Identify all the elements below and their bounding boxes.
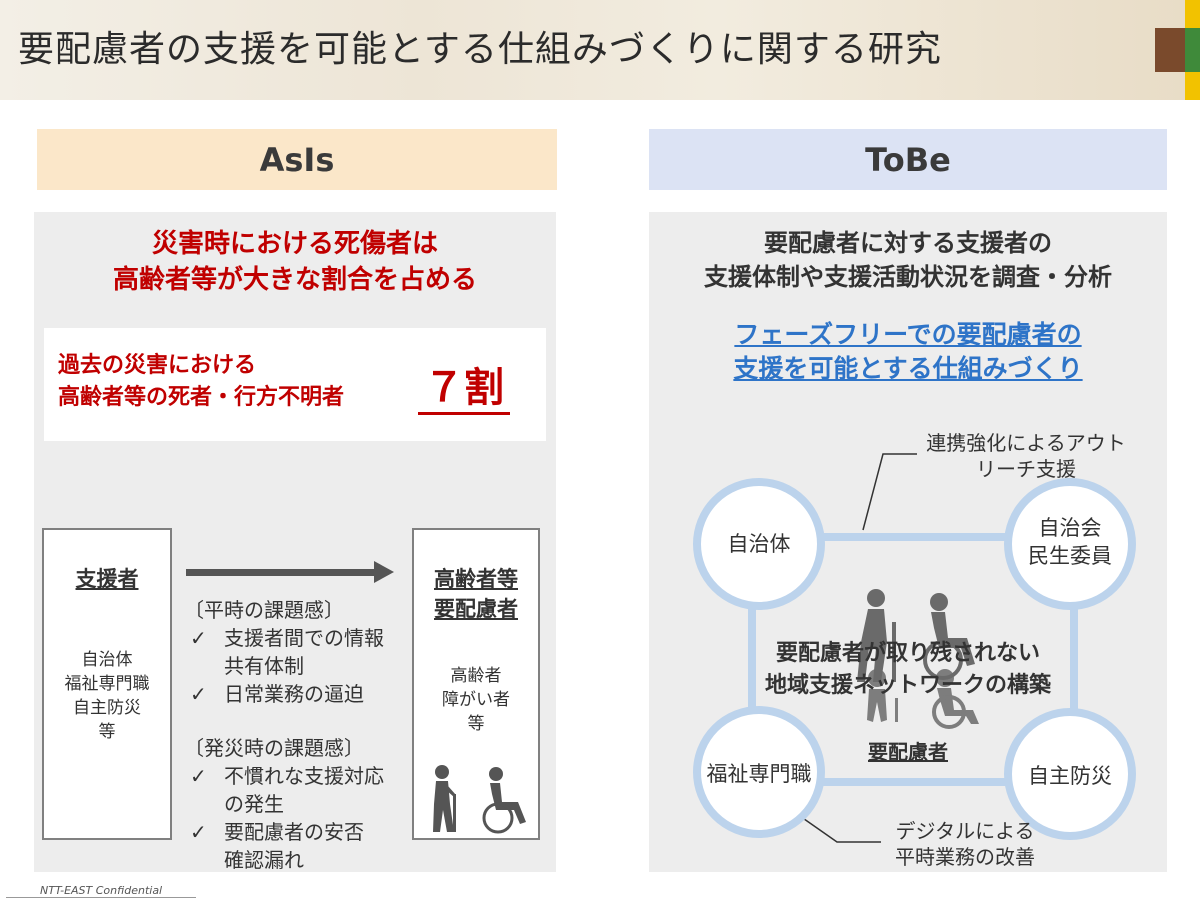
- issue-text: 支援者間での情報: [224, 626, 384, 650]
- node-circle-top-left: [693, 478, 825, 610]
- statistic-value: ７割: [418, 364, 510, 415]
- wheelchair-icon: [932, 669, 979, 729]
- tobe-link[interactable]: フェーズフリーでの要配慮者の 支援を可能とする仕組みづくり: [649, 318, 1167, 386]
- node-circle-bottom-right: [1004, 708, 1136, 840]
- network-frame: [748, 533, 1078, 786]
- elder-item: 等: [467, 714, 485, 734]
- walking-person-icon: [857, 589, 896, 682]
- issue-text: の発生: [224, 792, 284, 816]
- elderly-person-icon: [867, 669, 898, 722]
- node-circle-top-right: [1004, 478, 1136, 610]
- decor-green-block: [1185, 28, 1200, 72]
- issue-item: ✓ 日常業務の逼迫: [184, 680, 384, 708]
- issue-text: 要配慮者の安否: [224, 820, 364, 844]
- callout-digital: デジタルによる 平時業務の改善: [895, 819, 1035, 869]
- supporter-title: 支援者: [75, 567, 139, 591]
- asis-panel: 災害時における死傷者は 高齢者等が大きな割合を占める 過去の災害における 高齢者…: [34, 212, 556, 872]
- callout-outreach: 連携強化によるアウト リーチ支援: [926, 431, 1126, 481]
- node-label-top-right: 自治会 民生委員: [1028, 516, 1112, 568]
- callout-line-top: [862, 453, 917, 531]
- check-icon: ✓: [190, 682, 207, 706]
- elder-title: 高齢者等 要配慮者: [434, 567, 518, 621]
- node-label-top-left: 自治体: [727, 532, 791, 556]
- asis-headline-line2: 高齢者等が大きな割合を占める: [112, 265, 477, 295]
- supporter-box: 支援者 自治体 福祉専門職 自主防災 等: [42, 528, 172, 840]
- normal-issues-heading: 〔平時の課題感〕: [184, 598, 344, 622]
- arrow-right-shaft: [186, 569, 376, 576]
- tobe-headline: 要配慮者に対する支援者の 支援体制や支援活動状況を調査・分析: [649, 226, 1167, 294]
- arrow-right-icon: [374, 561, 394, 583]
- supporter-item: 自治体: [81, 650, 133, 670]
- disaster-issues: 〔発災時の課題感〕 ✓ 不慣れな支援対応 の発生 ✓ 要配慮者の安否 確認漏れ: [184, 734, 384, 874]
- confidential-footer: NTT-EAST Confidential: [6, 884, 196, 898]
- tobe-panel: 要配慮者に対する支援者の 支援体制や支援活動状況を調査・分析 フェーズフリーでの…: [649, 212, 1167, 872]
- elder-pictograms: [433, 765, 526, 834]
- statistic-text-line1: 過去の災害における: [58, 353, 257, 378]
- statistic-box: 過去の災害における 高齢者等の死者・行方不明者 ７割: [44, 328, 546, 441]
- asis-header: AsIs: [37, 129, 557, 190]
- check-icon: ✓: [190, 626, 207, 650]
- people-pictograms: [857, 589, 979, 729]
- elder-list: 高齢者 障がい者 等: [414, 664, 538, 736]
- asis-headline: 災害時における死傷者は 高齢者等が大きな割合を占める: [34, 226, 556, 298]
- supporter-list: 自治体 福祉専門職 自主防災 等: [44, 648, 170, 744]
- check-icon: ✓: [190, 764, 207, 788]
- tobe-headline-line1: 要配慮者に対する支援者の: [764, 229, 1052, 257]
- tobe-link-line2[interactable]: 支援を可能とする仕組みづくり: [733, 354, 1083, 383]
- elder-item: 高齢者: [450, 666, 502, 686]
- wheelchair-icon: [482, 767, 526, 834]
- node-label-bottom-right: 自主防災: [1028, 764, 1112, 788]
- elder-item: 障がい者: [442, 690, 510, 710]
- decor-brown-block: [1155, 28, 1185, 72]
- disaster-issues-heading: 〔発災時の課題感〕: [184, 736, 364, 760]
- issue-text: 共有体制: [224, 654, 304, 678]
- tobe-header: ToBe: [649, 129, 1167, 190]
- issue-item: ✓ 不慣れな支援対応 の発生: [184, 762, 384, 818]
- supporter-item: 等: [98, 722, 116, 742]
- tobe-headline-line2: 支援体制や支援活動状況を調査・分析: [704, 263, 1112, 291]
- statistic-text: 過去の災害における 高齢者等の死者・行方不明者: [58, 350, 344, 414]
- elder-box: 高齢者等 要配慮者 高齢者 障がい者 等: [412, 528, 540, 840]
- supporter-item: 福祉専門職: [64, 674, 150, 694]
- node-circle-bottom-left: [693, 706, 825, 838]
- network-goal-text: 要配慮者が取り残されない 地域支援ネットワークの構築: [764, 641, 1051, 698]
- issue-text: 不慣れな支援対応: [224, 764, 384, 788]
- normal-issues: 〔平時の課題感〕 ✓ 支援者間での情報 共有体制 ✓ 日常業務の逼迫: [184, 596, 384, 708]
- node-label-bottom-left: 福祉専門職: [706, 762, 812, 786]
- header-band: 要配慮者の支援を可能とする仕組みづくりに関する研究: [0, 0, 1200, 100]
- issue-text: 確認漏れ: [224, 848, 304, 872]
- page-title: 要配慮者の支援を可能とする仕組みづくりに関する研究: [18, 29, 942, 70]
- callout-line-bottom: [796, 813, 881, 843]
- tobe-link-line1[interactable]: フェーズフリーでの要配慮者の: [734, 320, 1082, 349]
- center-label: 要配慮者: [868, 740, 948, 764]
- issue-item: ✓ 支援者間での情報 共有体制: [184, 624, 384, 680]
- check-icon: ✓: [190, 820, 207, 844]
- statistic-text-line2: 高齢者等の死者・行方不明者: [58, 385, 345, 410]
- asis-headline-line1: 災害時における死傷者は: [151, 229, 438, 259]
- issue-item: ✓ 要配慮者の安否 確認漏れ: [184, 818, 384, 874]
- issue-text: 日常業務の逼迫: [224, 682, 364, 706]
- elderly-person-icon: [433, 765, 456, 832]
- supporter-item: 自主防災: [73, 698, 141, 718]
- network-diagram: [693, 453, 1136, 843]
